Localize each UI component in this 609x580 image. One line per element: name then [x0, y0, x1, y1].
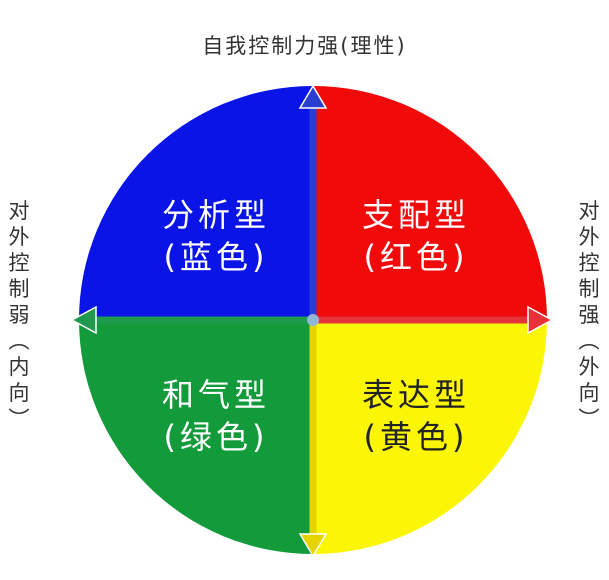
axis-label-char: 制	[578, 277, 600, 301]
quadrant-type-name: 表达型	[361, 376, 470, 414]
quadrant-color-name: (绿色)	[163, 418, 269, 456]
quadrant-dominant-red	[313, 86, 547, 320]
axis-label-char: 向	[8, 381, 30, 405]
axis-label-char: 弱	[8, 303, 30, 327]
axis-label-char: 对	[8, 199, 30, 223]
quadrant-label-dominant: 支配型 (红色)	[336, 194, 496, 278]
center-point	[307, 314, 319, 326]
quadrant-label-analytical: 分析型 (蓝色)	[136, 194, 296, 278]
arrow-up-icon	[298, 84, 328, 109]
axis-label-char: 外	[578, 355, 600, 379]
quadrant-label-expressive: 表达型 (黄色)	[336, 374, 496, 458]
quadrant-type-name: 支配型	[361, 196, 470, 234]
axis-label-left: 对外控制弱︵内向︶	[2, 198, 36, 432]
quadrant-color-name: (黄色)	[363, 418, 469, 456]
axis-label-char: 强	[578, 303, 600, 327]
quadrant-amiable-green	[79, 320, 313, 554]
arrow-down-icon	[298, 533, 328, 558]
axis-label-char: 向	[578, 381, 600, 405]
axis-label-char: ︶	[8, 407, 30, 431]
axis-label-char: 外	[8, 225, 30, 249]
quadrant-type-name: 分析型	[161, 196, 270, 234]
axis-label-char: 对	[578, 199, 600, 223]
axis-label-char: ︶	[578, 407, 600, 431]
axis-label-char: 控	[8, 251, 30, 275]
quadrant-type-name: 和气型	[161, 376, 270, 414]
quadrant-analytical-blue	[79, 86, 313, 320]
axis-label-right: 对外控制强︵外向︶	[572, 198, 606, 432]
arrow-left-icon	[70, 305, 97, 335]
arrow-right-icon	[527, 305, 554, 335]
axis-label-char: 制	[8, 277, 30, 301]
axis-label-char: 控	[578, 251, 600, 275]
quadrant-label-amiable: 和气型 (绿色)	[136, 374, 296, 458]
axis-label-char: 外	[578, 225, 600, 249]
axis-label-char: 内	[8, 355, 30, 379]
axis-label-char: ︵	[8, 329, 30, 353]
axis-label-char: ︵	[578, 329, 600, 353]
quadrant-color-name: (红色)	[363, 238, 469, 276]
axis-label-top: 自我控制力强(理性)	[202, 34, 407, 58]
quadrant-color-name: (蓝色)	[163, 238, 269, 276]
quadrant-expressive-yellow	[313, 320, 547, 554]
